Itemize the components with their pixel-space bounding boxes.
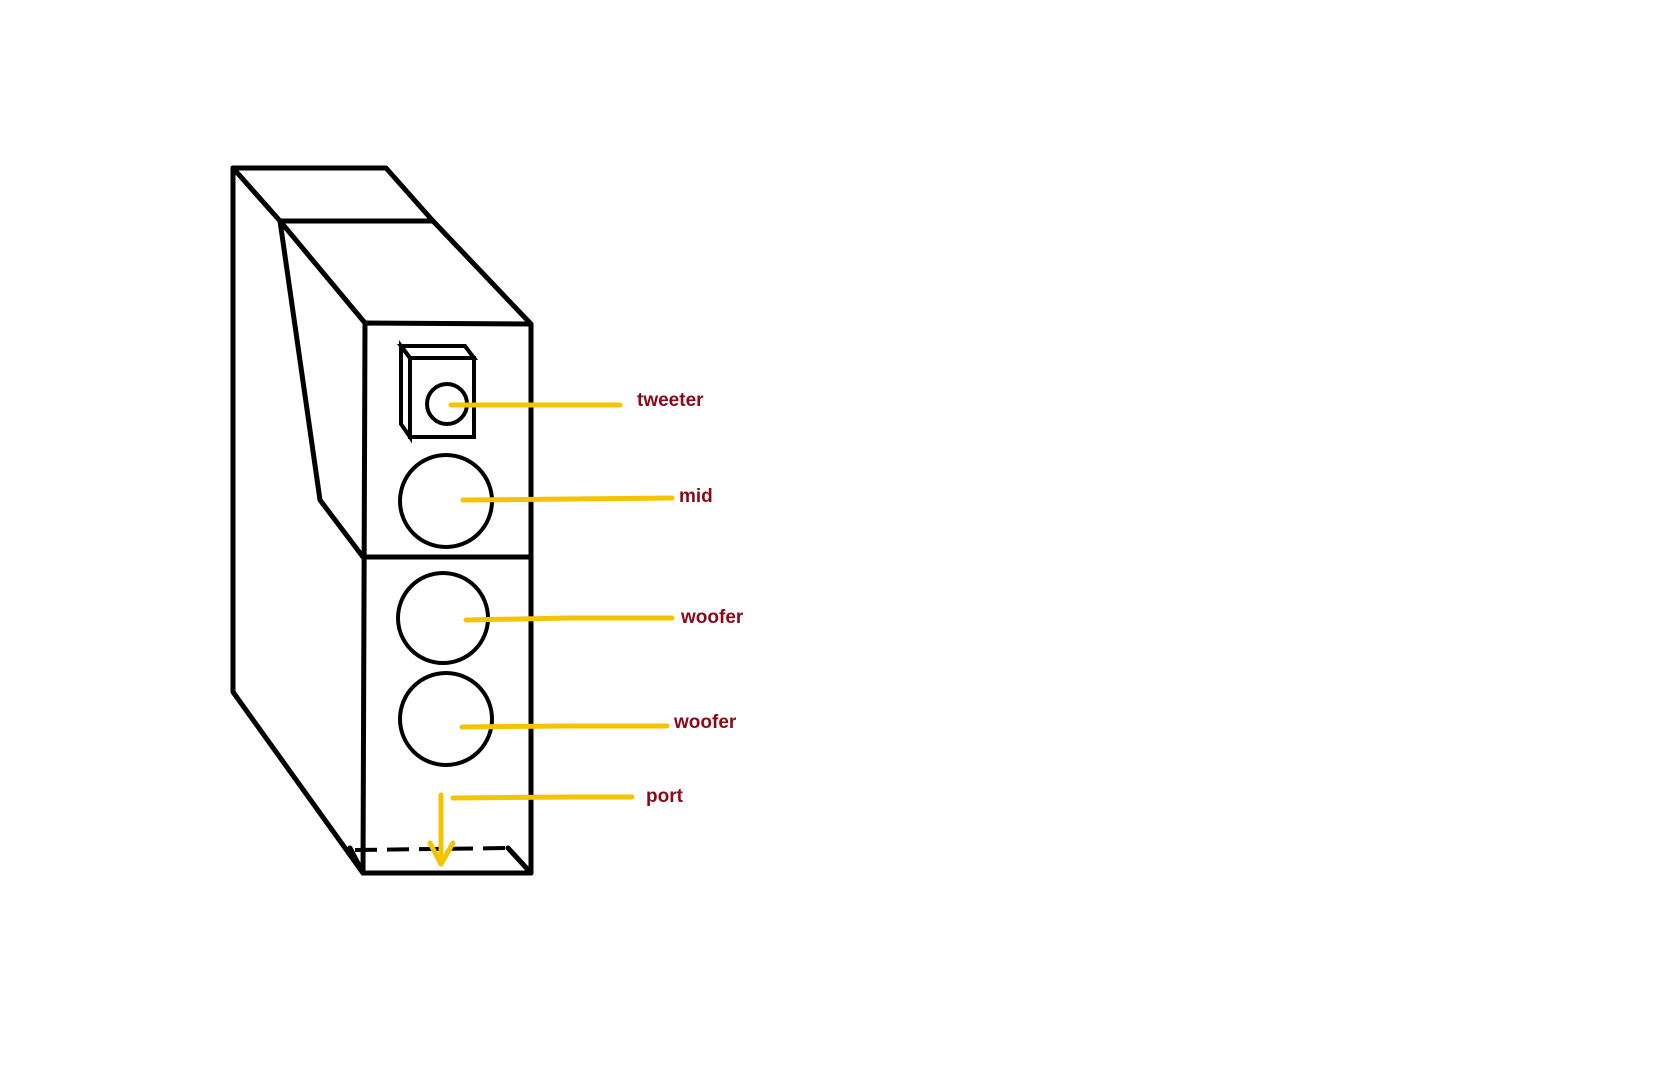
woofer-lower-leader bbox=[459, 723, 670, 730]
mid-leader bbox=[460, 495, 675, 503]
woofer-upper-label: woofer bbox=[680, 607, 744, 628]
port-arrow-head bbox=[427, 840, 456, 867]
port-right-slant bbox=[505, 845, 534, 876]
mid-label: mid bbox=[679, 486, 713, 507]
woofer-upper-leader bbox=[463, 615, 675, 623]
drivers bbox=[396, 340, 494, 767]
cabinet-side-panel bbox=[230, 165, 366, 876]
port-label: port bbox=[646, 786, 684, 807]
tweeter-housing bbox=[397, 340, 478, 444]
woofer-lower-label: woofer bbox=[673, 712, 737, 733]
leader-lines bbox=[427, 402, 675, 867]
cabinet bbox=[230, 165, 534, 876]
cabinet-front-top-right-edge bbox=[430, 218, 534, 327]
port-leader bbox=[450, 794, 635, 801]
tweeter-label: tweeter bbox=[637, 390, 704, 411]
cabinet-bevel-edge bbox=[277, 218, 366, 560]
labels: tweeter mid woofer woofer port bbox=[637, 390, 744, 807]
port-left-slant bbox=[347, 845, 366, 876]
cabinet-top-face bbox=[230, 165, 436, 224]
woofer-lower-driver bbox=[398, 671, 494, 767]
cabinet-front-top-left-edge bbox=[277, 218, 368, 326]
